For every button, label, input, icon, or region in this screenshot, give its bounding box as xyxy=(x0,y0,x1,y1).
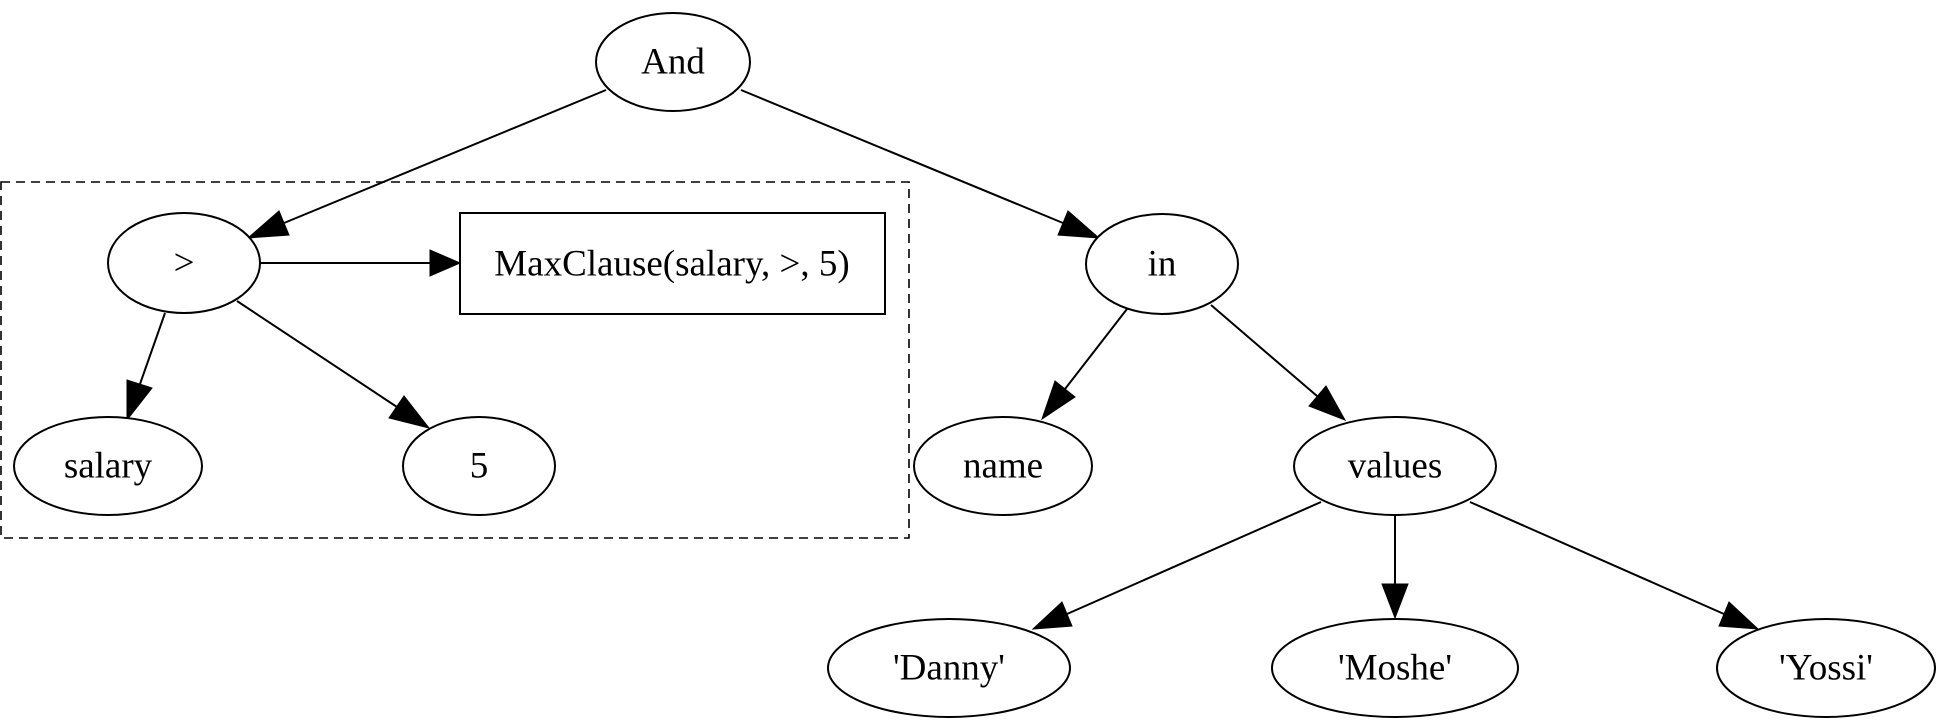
edge-values-to-danny xyxy=(1031,501,1322,630)
node-danny-label: 'Danny' xyxy=(893,648,1005,689)
node-values-label: values xyxy=(1348,446,1443,487)
edges xyxy=(126,89,1760,630)
node-five: 5 xyxy=(402,416,556,516)
edge-in-to-name xyxy=(1041,308,1128,421)
node-max-clause-label: MaxClause(salary, >, 5) xyxy=(494,244,849,285)
node-name-label: name xyxy=(963,446,1043,487)
edge-gt-to-salary xyxy=(126,312,166,422)
node-max-clause: MaxClause(salary, >, 5) xyxy=(459,212,886,315)
node-in: in xyxy=(1085,213,1239,315)
node-greater-than-label: > xyxy=(174,243,195,284)
node-yossi-label: 'Yossi' xyxy=(1779,648,1873,689)
node-and: And xyxy=(595,12,751,112)
edge-and-to-in xyxy=(740,89,1101,239)
edge-gt-to-maxclause xyxy=(260,249,462,277)
node-and-label: And xyxy=(641,42,705,83)
node-moshe: 'Moshe' xyxy=(1271,618,1519,718)
node-greater-than: > xyxy=(107,212,261,314)
node-yossi: 'Yossi' xyxy=(1716,618,1936,718)
edge-and-to-gt xyxy=(246,89,607,239)
node-danny: 'Danny' xyxy=(827,618,1071,718)
edge-in-to-values xyxy=(1210,304,1347,421)
node-in-label: in xyxy=(1148,244,1177,285)
node-five-label: 5 xyxy=(470,446,489,487)
edge-values-to-yossi xyxy=(1469,501,1760,630)
node-name: name xyxy=(913,416,1093,516)
dashed-cluster-box xyxy=(0,181,910,539)
node-moshe-label: 'Moshe' xyxy=(1338,648,1452,689)
node-values: values xyxy=(1293,416,1497,516)
edge-gt-to-five xyxy=(236,300,431,429)
node-salary-label: salary xyxy=(64,446,153,487)
edge-values-to-moshe xyxy=(1381,515,1409,620)
node-salary: salary xyxy=(13,416,203,516)
